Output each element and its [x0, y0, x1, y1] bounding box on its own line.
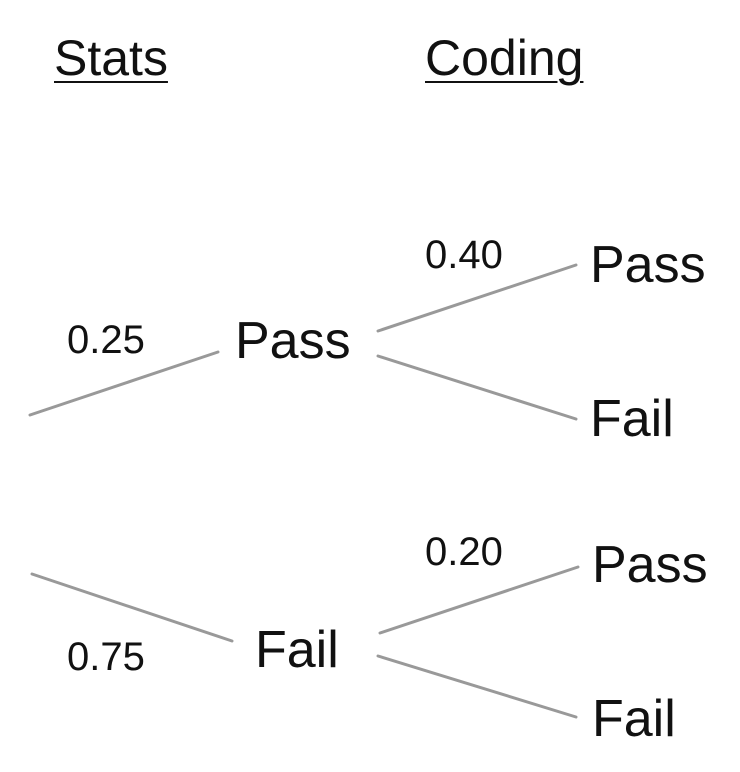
node-coding-pass-after-pass: Pass	[590, 236, 706, 294]
prob-coding-pass-after-pass: 0.40	[425, 233, 503, 277]
coding-header: Coding	[425, 30, 584, 86]
node-stats-pass: Pass	[235, 312, 351, 370]
node-coding-fail-after-fail: Fail	[592, 690, 676, 748]
stats-header: Stats	[54, 30, 168, 86]
prob-stats-pass: 0.25	[67, 318, 145, 362]
edge-stats-fail-to-coding-pass	[378, 565, 580, 635]
edge-stats-fail-to-coding-fail	[376, 654, 578, 719]
node-stats-fail: Fail	[255, 621, 339, 679]
node-coding-pass-after-fail: Pass	[592, 536, 708, 594]
edge-root-to-stats-pass	[28, 350, 220, 417]
edge-stats-pass-to-coding-fail	[376, 354, 578, 421]
prob-stats-fail: 0.75	[67, 635, 145, 679]
edge-root-to-stats-fail	[30, 572, 234, 643]
prob-coding-pass-after-fail: 0.20	[425, 530, 503, 574]
node-coding-fail-after-pass: Fail	[590, 390, 674, 448]
edge-stats-pass-to-coding-pass	[376, 263, 578, 333]
